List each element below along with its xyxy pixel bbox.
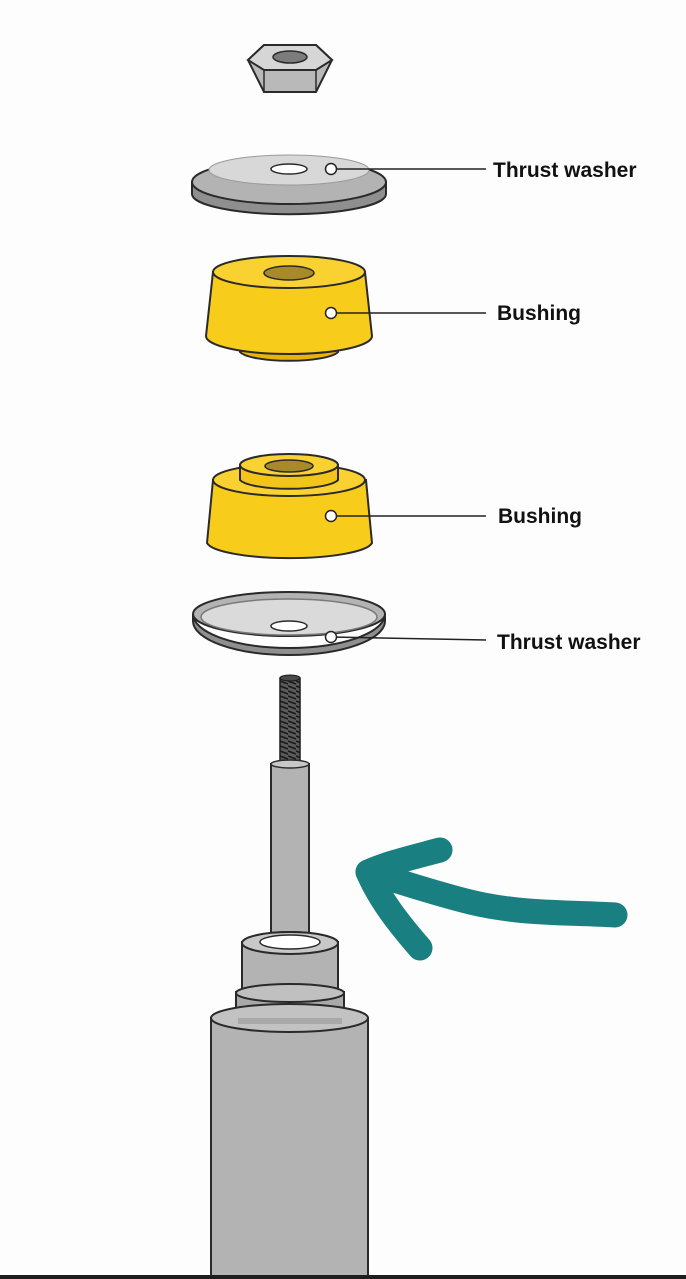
bushing-top: [204, 255, 374, 362]
label-bushing-bottom: Bushing: [498, 505, 582, 528]
label-thrust-washer-top: Thrust washer: [493, 159, 637, 182]
bottom-edge-bar: [0, 1275, 686, 1279]
piston-rod: [270, 763, 310, 940]
thrust-washer-bottom: [192, 591, 386, 656]
bushing-bottom: [205, 453, 374, 560]
hex-nut: [246, 44, 334, 93]
label-thrust-washer-bottom: Thrust washer: [497, 631, 641, 654]
label-bushing-top: Bushing: [497, 302, 581, 325]
shock-body-tube: [210, 1017, 369, 1279]
thrust-washer-top: [191, 154, 387, 216]
callout-thrust-washer-top: Thrust washer: [324, 159, 637, 182]
threaded-stud: [279, 677, 301, 769]
callout-thrust-washer-bottom: Thrust washer: [324, 630, 641, 654]
hand-drawn-arrow-icon: [355, 837, 628, 961]
shock-absorber: [210, 674, 369, 1279]
callout-bushing-top: Bushing: [324, 302, 581, 325]
callout-bushing-bottom: Bushing: [324, 505, 582, 528]
